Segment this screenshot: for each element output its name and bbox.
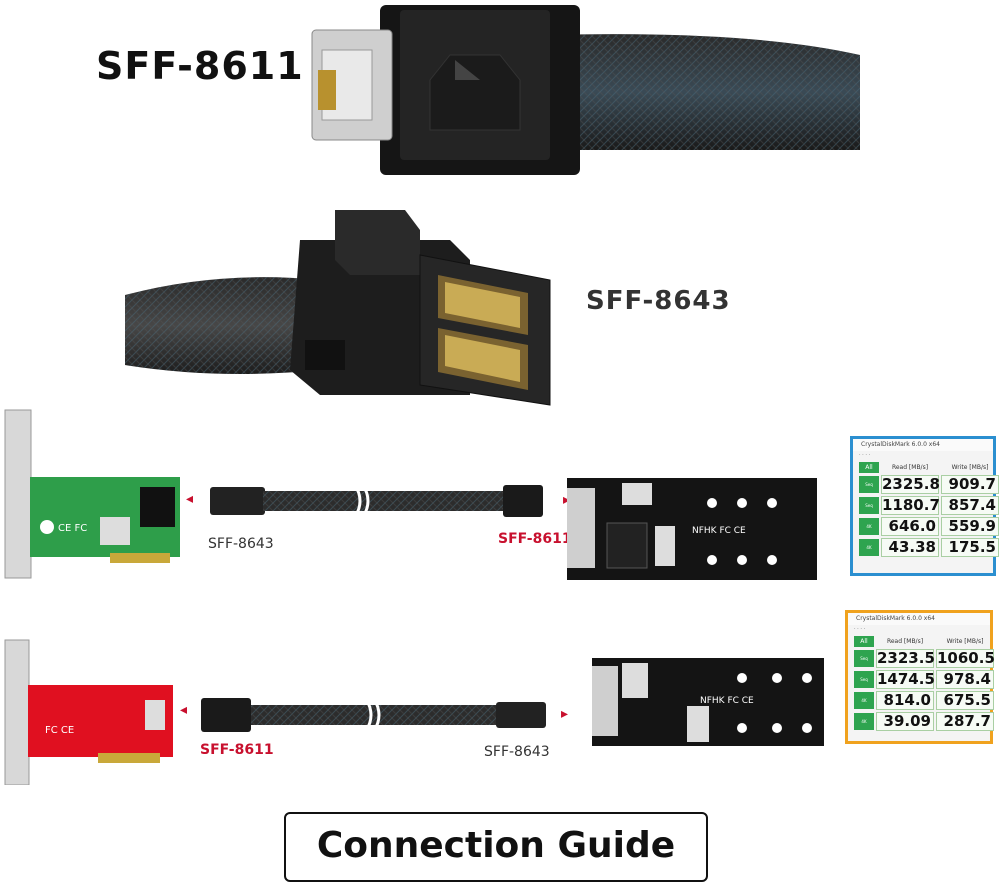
read-value: 646.0 [881,517,939,536]
read-value: 2323.5 [876,649,935,668]
row-label: 4K [859,539,879,556]
read-header: Read [MB/s] [891,464,929,471]
sff-8643-connector-photo [120,200,560,410]
red-pcie-card: FC CE [0,635,185,786]
connection-guide-frame [284,812,708,882]
row-label: Seq [854,671,874,688]
row1-left-label: SFF-8643 [208,536,274,552]
write-value: 978.4 [936,670,994,689]
row-label: Seq [859,497,879,514]
table-row: Seq 2325.8 909.7 [859,475,999,494]
table-row: 4K 39.09 287.7 [854,712,994,731]
write-value: 559.9 [941,517,999,536]
arrow-left-icon: ◂ [186,491,194,507]
sff-8643-label: SFF-8643 [586,286,731,316]
row2-right-label: SFF-8643 [484,744,550,760]
read-value: 43.38 [881,538,939,557]
read-value: 39.09 [876,712,934,731]
cable-row2-photo [196,690,556,740]
connection-guide-title: Connection Guide [316,825,676,866]
benchmark-menu: · · · · [859,452,871,458]
svg-text:FC CE: FC CE [45,725,74,736]
m2-adapter-board-row2: NFHK FC CE [592,658,824,746]
arrow-right-icon: ▸ [561,706,569,722]
benchmark-window-2: CrystalDiskMark 6.0.0 x64 · · · · All Re… [845,610,996,744]
svg-text:CE FC: CE FC [58,523,87,534]
svg-text:NFHK FC CE: NFHK FC CE [700,696,754,706]
read-value: 2325.8 [881,475,940,494]
write-value: 287.7 [936,712,994,731]
table-row: Seq 1180.7 857.4 [859,496,999,515]
row-label: Seq [854,650,874,667]
write-header: Write [MB/s] [951,464,989,471]
sff-8611-label: SFF-8611 [96,44,304,88]
row-label: 4K [859,518,879,535]
row-label: 4K [854,713,874,730]
table-row: 4K 43.38 175.5 [859,538,999,557]
green-pcie-card: CE FC [0,405,185,580]
benchmark-title: CrystalDiskMark 6.0.0 x64 [848,613,990,625]
table-row: Seq 1474.5 978.4 [854,670,994,689]
table-row: 4K 646.0 559.9 [859,517,999,536]
benchmark-menu: · · · · [854,626,866,632]
read-value: 1180.7 [881,496,940,515]
write-value: 675.5 [936,691,994,710]
write-value: 857.4 [941,496,999,515]
write-value: 175.5 [941,538,999,557]
arrow-left-icon: ◂ [180,702,188,718]
all-button[interactable]: All [854,636,874,647]
row-label: 4K [854,692,874,709]
benchmark-title: CrystalDiskMark 6.0.0 x64 [853,439,993,451]
read-value: 1474.5 [876,670,935,689]
row-label: Seq [859,476,879,493]
sff-8611-connector-photo [300,0,1000,190]
read-value: 814.0 [876,691,934,710]
table-row: 4K 814.0 675.5 [854,691,994,710]
svg-text:NFHK FC CE: NFHK FC CE [692,526,746,536]
cable-row1-photo [205,475,565,525]
benchmark-window-1: CrystalDiskMark 6.0.0 x64 · · · · All Re… [850,436,999,576]
write-header: Write [MB/s] [946,638,984,645]
row1-right-label: SFF-8611 [498,531,572,547]
m2-adapter-board-row1: NFHK FC CE [567,478,817,580]
all-button[interactable]: All [859,462,879,473]
table-row: Seq 2323.5 1060.5 [854,649,995,668]
benchmark-table: All Read [MB/s] Write [MB/s] Seq 2323.5 … [852,634,996,733]
write-value: 1060.5 [936,649,995,668]
read-header: Read [MB/s] [886,638,924,645]
row2-left-label: SFF-8611 [200,742,274,758]
write-value: 909.7 [941,475,999,494]
arrow-right-icon: ▸ [563,492,571,508]
benchmark-table: All Read [MB/s] Write [MB/s] Seq 2325.8 … [857,460,1000,559]
